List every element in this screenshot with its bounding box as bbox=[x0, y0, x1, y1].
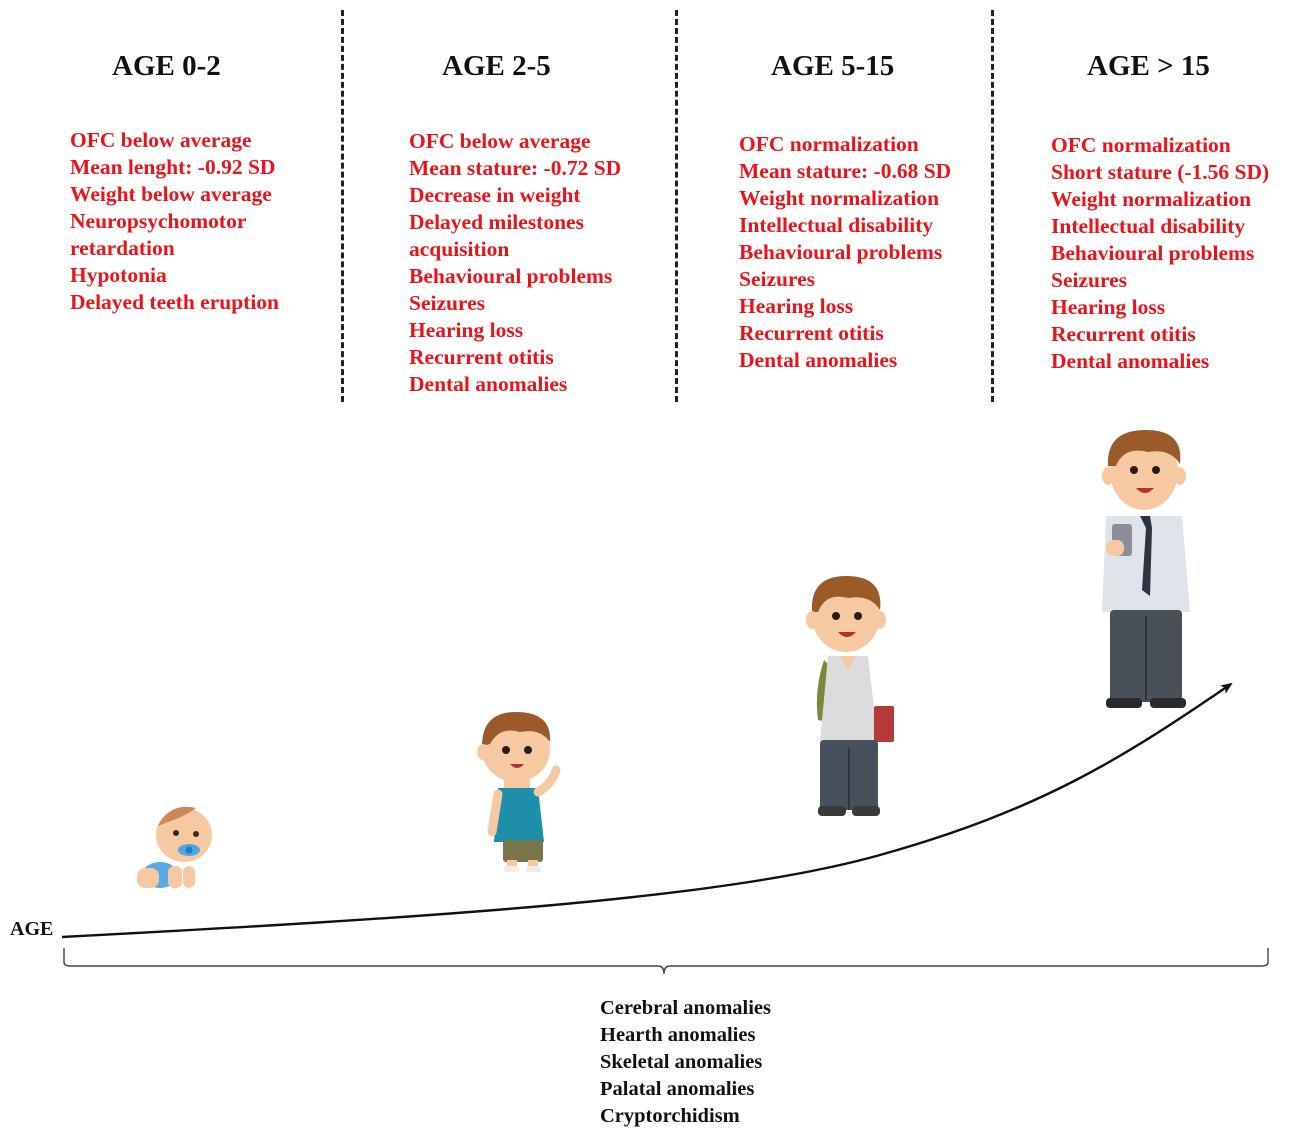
age-axis-label: AGE bbox=[10, 918, 54, 940]
feature-item: Hypotonia bbox=[70, 263, 167, 287]
adult-figure bbox=[1102, 430, 1190, 708]
feature-item: Intellectual disability bbox=[1051, 214, 1246, 238]
anomaly-item: Hearth anomalies bbox=[600, 1024, 756, 1046]
feature-list: OFC below average Mean stature: -0.72 SD… bbox=[409, 128, 621, 398]
feature-item: Recurrent otitis bbox=[409, 345, 554, 369]
feature-item: Seizures bbox=[1051, 268, 1128, 292]
feature-item: Delayed milestones bbox=[409, 210, 584, 234]
feature-item: Mean stature: -0.68 SD bbox=[739, 159, 952, 183]
feature-item: Recurrent otitis bbox=[739, 321, 884, 345]
column-divider bbox=[341, 10, 344, 402]
feature-item: Dental anomalies bbox=[1051, 349, 1210, 373]
feature-item: OFC below average bbox=[409, 129, 591, 153]
feature-item: Hearing loss bbox=[409, 318, 524, 342]
growth-curve-arrow bbox=[61, 682, 1233, 939]
feature-item: OFC below average bbox=[70, 128, 252, 152]
column-title: AGE 2-5 bbox=[442, 50, 551, 82]
feature-item: Neuropsychomotor bbox=[70, 209, 247, 233]
feature-item: Seizures bbox=[409, 291, 486, 315]
child-figure bbox=[806, 576, 894, 816]
feature-list: OFC normalization Short stature (-1.56 S… bbox=[1051, 132, 1269, 375]
feature-item: retardation bbox=[70, 236, 175, 260]
feature-item: Weight normalization bbox=[739, 186, 940, 210]
column-title: AGE 5-15 bbox=[771, 50, 895, 82]
anomaly-item: Palatal anomalies bbox=[600, 1078, 755, 1100]
feature-item: Intellectual disability bbox=[739, 213, 934, 237]
feature-item: Behavioural problems bbox=[739, 240, 943, 264]
feature-item: Seizures bbox=[739, 267, 816, 291]
column-title: AGE 0-2 bbox=[112, 50, 221, 82]
feature-item: Hearing loss bbox=[739, 294, 854, 318]
feature-item: Short stature (-1.56 SD) bbox=[1051, 160, 1270, 184]
feature-item: OFC normalization bbox=[1051, 133, 1231, 157]
feature-item: Delayed teeth eruption bbox=[70, 290, 279, 314]
feature-item: Recurrent otitis bbox=[1051, 322, 1196, 346]
feature-item: Behavioural problems bbox=[409, 264, 613, 288]
anomaly-item: Cryptorchidism bbox=[600, 1105, 740, 1127]
lifelong-anomalies-list: Cerebral anomalies Hearth anomalies Skel… bbox=[600, 995, 771, 1130]
feature-item: Behavioural problems bbox=[1051, 241, 1255, 265]
feature-list: OFC below average Mean lenght: -0.92 SD … bbox=[70, 127, 279, 316]
feature-item: Weight normalization bbox=[1051, 187, 1252, 211]
age-span-bracket bbox=[63, 948, 1269, 975]
feature-item: Dental anomalies bbox=[409, 372, 568, 396]
feature-item: acquisition bbox=[409, 237, 510, 261]
anomaly-item: Skeletal anomalies bbox=[600, 1051, 763, 1073]
baby-figure bbox=[137, 806, 212, 888]
feature-item: OFC normalization bbox=[739, 132, 919, 156]
feature-item: Mean stature: -0.72 SD bbox=[409, 156, 622, 180]
feature-list: OFC normalization Mean stature: -0.68 SD… bbox=[739, 131, 951, 374]
column-divider bbox=[991, 10, 994, 402]
feature-item: Mean lenght: -0.92 SD bbox=[70, 155, 276, 179]
column-title: AGE > 15 bbox=[1087, 50, 1210, 82]
toddler-figure bbox=[477, 712, 561, 872]
feature-item: Weight below average bbox=[70, 182, 272, 206]
anomaly-item: Cerebral anomalies bbox=[600, 997, 771, 1019]
column-divider bbox=[675, 10, 678, 402]
feature-item: Hearing loss bbox=[1051, 295, 1166, 319]
feature-item: Dental anomalies bbox=[739, 348, 898, 372]
feature-item: Decrease in weight bbox=[409, 183, 581, 207]
